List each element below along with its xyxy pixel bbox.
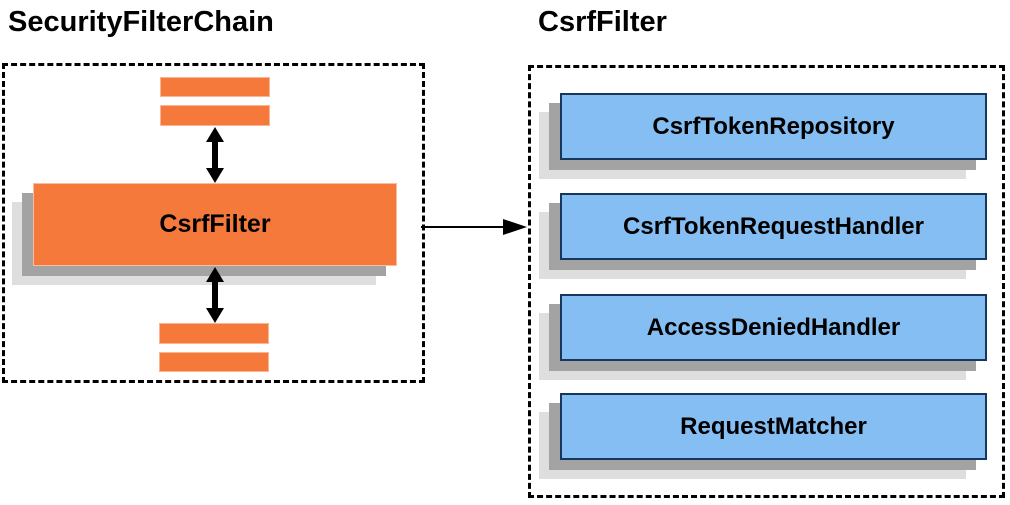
filter-chain-bar (160, 105, 270, 126)
filter-chain-bar (159, 323, 269, 344)
component-csrf-token-repository: CsrfTokenRepository (560, 93, 987, 160)
component-label: CsrfTokenRequestHandler (623, 212, 924, 240)
csrf-filter-container: CsrfTokenRepository CsrfTokenRequestHand… (528, 65, 1005, 498)
security-filter-chain-container: CsrfFilter (2, 63, 425, 383)
filter-chain-bar (160, 77, 270, 97)
security-filter-chain-title: SecurityFilterChain (8, 6, 274, 38)
csrf-filter-node-label: CsrfFilter (159, 210, 271, 238)
component-csrf-token-request-handler: CsrfTokenRequestHandler (560, 193, 987, 260)
right-arrow-icon (421, 219, 527, 235)
component-label: RequestMatcher (680, 412, 867, 440)
component-label: CsrfTokenRepository (652, 112, 895, 140)
component-label: AccessDeniedHandler (646, 313, 901, 341)
double-arrow-up-down-icon (206, 267, 224, 323)
filter-chain-bar (159, 352, 269, 372)
csrf-filter-title: CsrfFilter (538, 6, 667, 38)
component-access-denied-handler: AccessDeniedHandler (560, 294, 987, 361)
double-arrow-up-down-icon (206, 127, 224, 183)
component-request-matcher: RequestMatcher (560, 393, 987, 460)
csrf-filter-node: CsrfFilter (33, 183, 397, 266)
